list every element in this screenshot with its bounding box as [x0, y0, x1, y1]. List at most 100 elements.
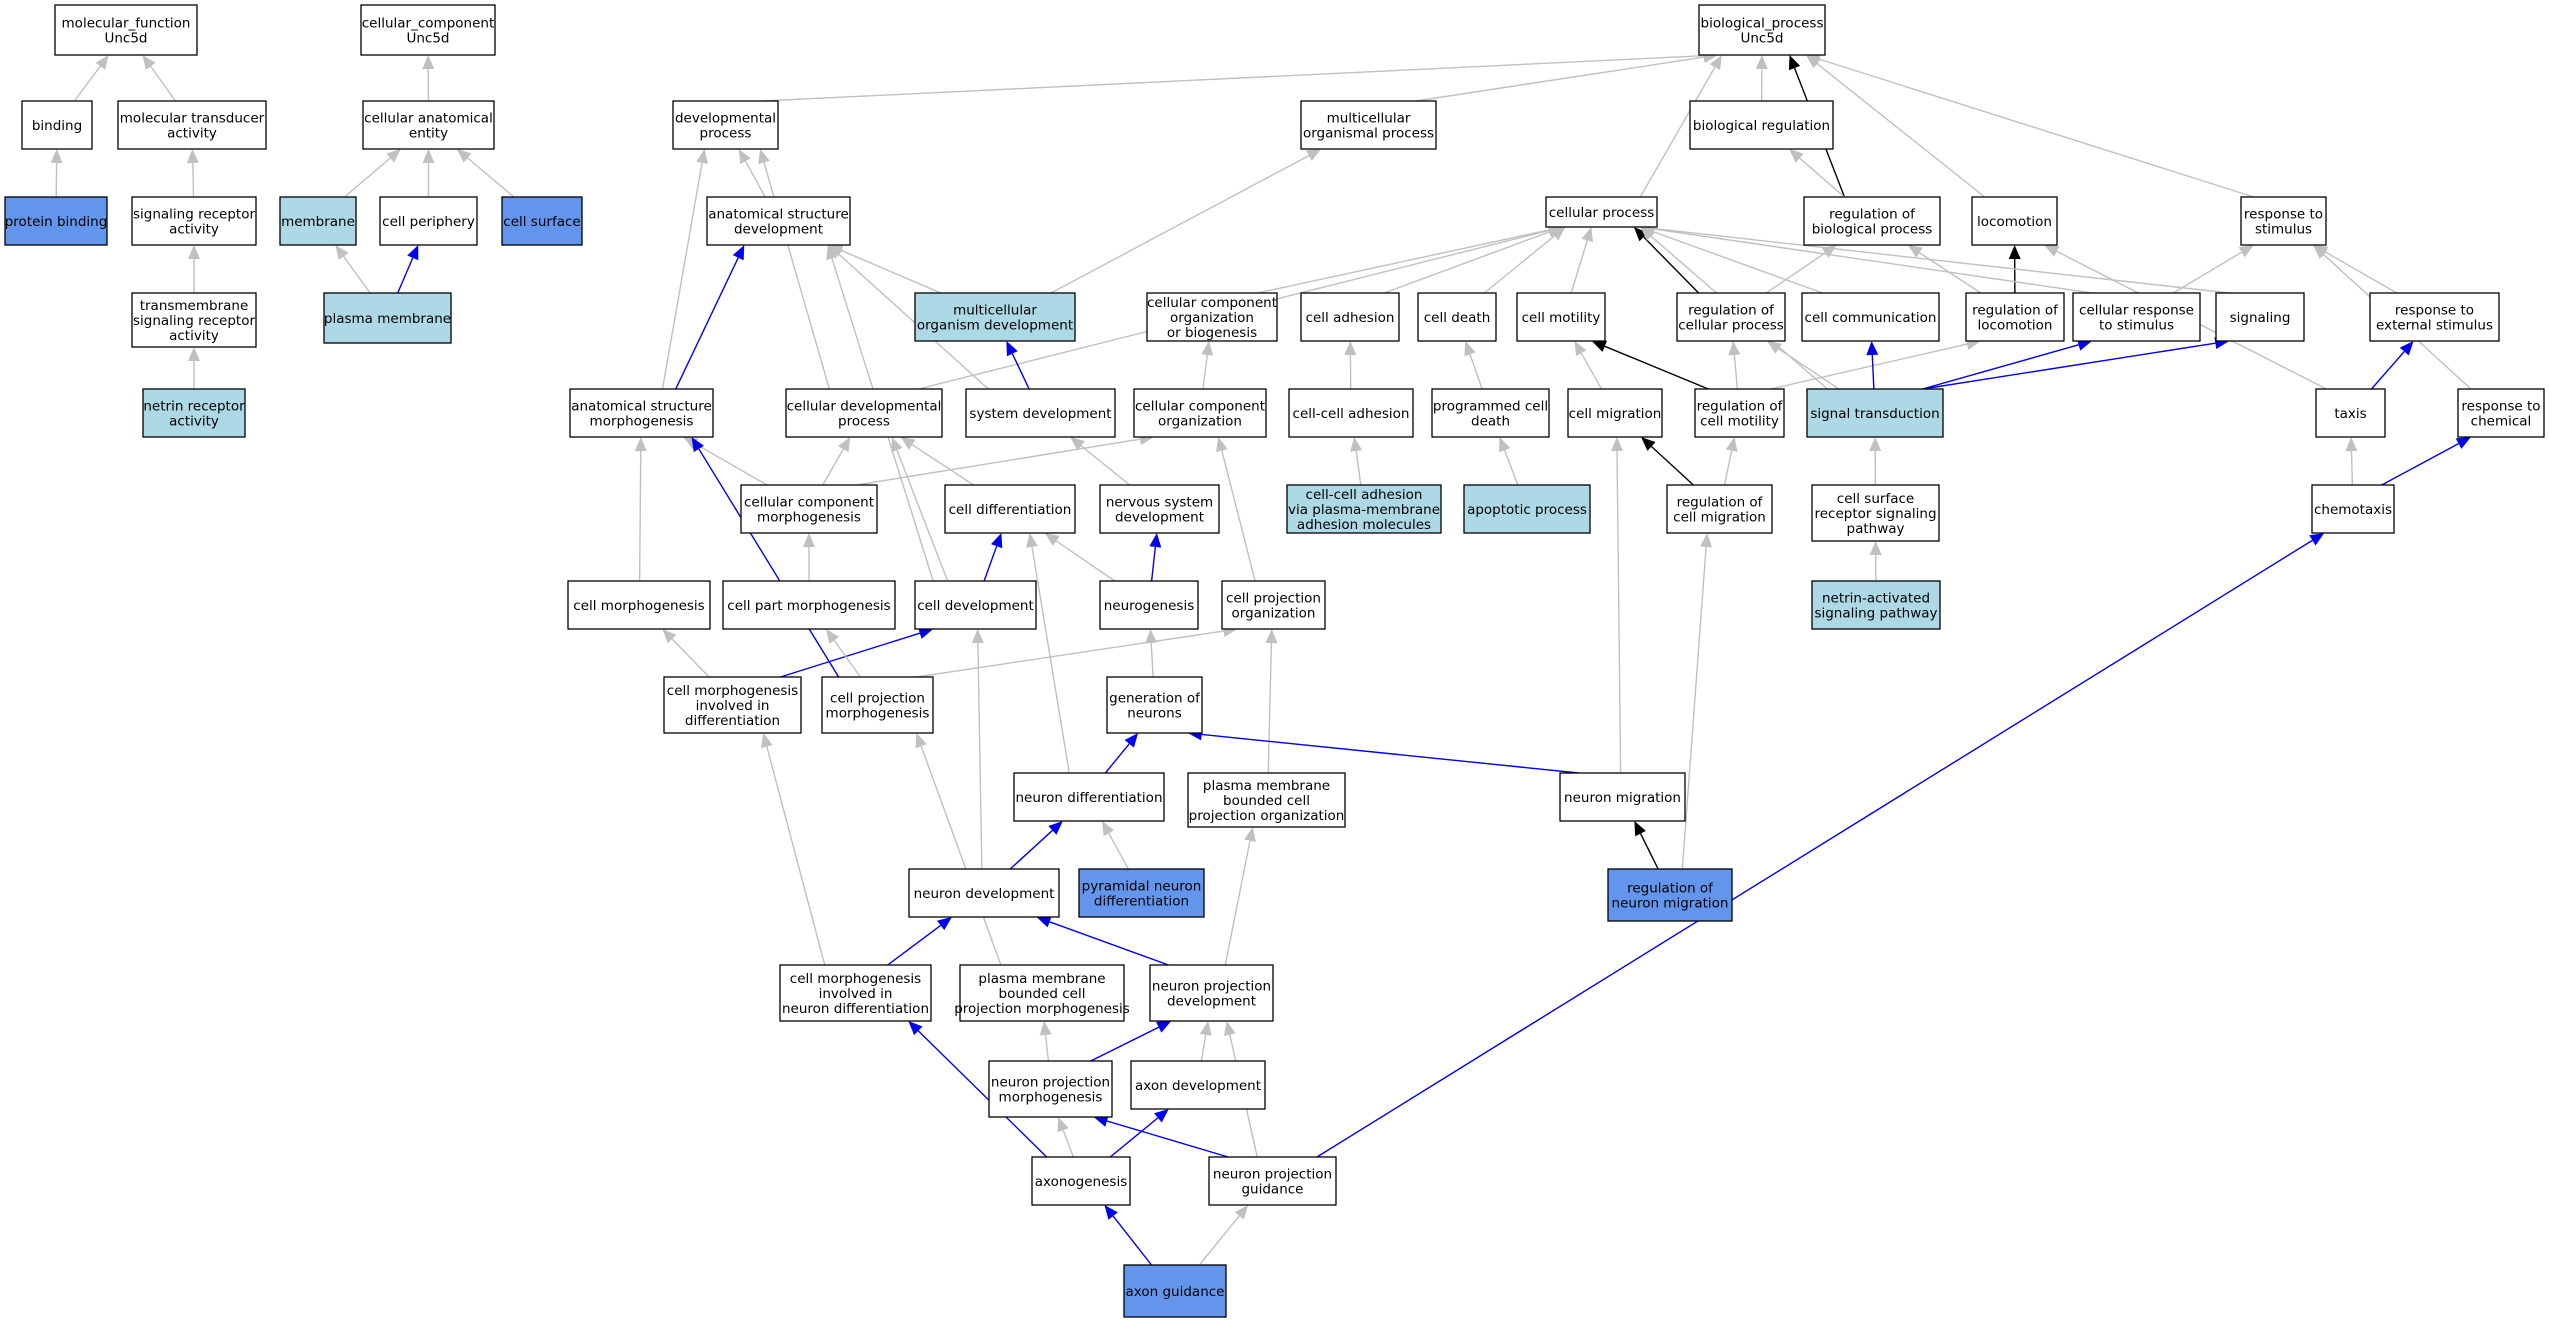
go-term-node-binding[interactable]: binding: [21, 100, 93, 150]
edge-arrowhead: [826, 245, 838, 261]
go-term-node-protein-bind[interactable]: protein binding: [4, 196, 108, 246]
edge-reg_neur_mig-to-reg_cell_mig: [1681, 546, 1707, 870]
node-label: cell morphogenesis: [790, 971, 921, 987]
node-label: cell morphogenesis: [573, 598, 704, 614]
node-box: [1811, 484, 1940, 542]
node-label: projection morphogenesis: [954, 1001, 1130, 1017]
go-term-node-plasma-mem[interactable]: plasma membrane: [323, 292, 452, 344]
edge-reg_cell_mot-to-reg_loco: [1770, 343, 1968, 390]
edge-arrowhead: [1006, 341, 1018, 357]
node-box: [1221, 580, 1326, 630]
go-term-node-cell-proc[interactable]: cellular process: [1545, 196, 1658, 228]
go-term-node-cell-mot[interactable]: cell motility: [1516, 292, 1606, 342]
go-term-node-cell-surface[interactable]: cell surface: [501, 196, 583, 246]
go-term-node-sig-trans[interactable]: signal transduction: [1806, 388, 1944, 438]
go-term-node-cell-periph[interactable]: cell periphery: [379, 196, 478, 246]
go-term-node-neur-mig[interactable]: neuron migration: [1559, 772, 1686, 822]
go-term-node-cell-death[interactable]: cell death: [1417, 292, 1497, 342]
edge-arrowhead: [335, 245, 349, 260]
go-term-node-cell-adh[interactable]: cell adhesion: [1300, 292, 1400, 342]
go-term-node-axon-guid[interactable]: axon guidance: [1123, 1264, 1227, 1318]
go-term-node-sys-dev[interactable]: system development: [965, 388, 1116, 438]
node-label: anatomical structure: [708, 207, 849, 223]
go-term-node-cell-comm[interactable]: cell communication: [1801, 292, 1940, 342]
go-term-node-chemotaxis[interactable]: chemotaxis: [2311, 484, 2395, 534]
edge-arrowhead: [1145, 629, 1158, 644]
go-term-node-cell-mig[interactable]: cell migration: [1567, 388, 1663, 438]
node-label: or biogenesis: [1167, 325, 1257, 341]
go-term-node-cell-part-morph[interactable]: cell part morphogenesis: [722, 580, 896, 630]
node-box: [1417, 292, 1497, 342]
node-label: neuron differentiation: [1016, 790, 1163, 806]
node-label: activity: [169, 328, 219, 344]
go-term-node-axon-dev[interactable]: axon development: [1130, 1060, 1266, 1110]
node-label: netrin receptor: [143, 399, 245, 415]
go-term-node-signaling[interactable]: signaling: [2215, 292, 2305, 342]
go-term-node-cell-dev[interactable]: cell development: [914, 580, 1037, 630]
go-term-node-taxis[interactable]: taxis: [2315, 388, 2386, 438]
edge-taxis-to-resp_ext: [2370, 351, 2405, 390]
edge-cm_neur_diff-to-neur_dev: [887, 924, 942, 966]
go-term-node-bio-reg[interactable]: biological regulation: [1689, 100, 1834, 150]
go-term-node-axonogenesis[interactable]: axonogenesis: [1031, 1156, 1131, 1206]
edge-reg_cell_mig-to-reg_cell_mot: [1723, 450, 1733, 486]
node-label: cell migration: [1673, 510, 1766, 526]
go-term-node-membrane[interactable]: membrane: [279, 196, 357, 246]
go-term-node-cc-adh[interactable]: cell-cell adhesion: [1288, 388, 1414, 438]
node-label: Unc5d: [104, 31, 147, 47]
go-term-node-apop[interactable]: apoptotic process: [1463, 484, 1591, 534]
go-term-node-cell-diff[interactable]: cell differentiation: [944, 484, 1076, 534]
go-term-node-cell-morph[interactable]: cell morphogenesis: [567, 580, 711, 630]
node-box: [2457, 388, 2545, 438]
go-term-node-neur-diff[interactable]: neuron differentiation: [1013, 772, 1165, 822]
node-label: organismal process: [1303, 126, 1434, 142]
go-term-node-locomotion[interactable]: locomotion: [1971, 196, 2058, 246]
go-term-node-neurogenesis[interactable]: neurogenesis: [1099, 580, 1199, 630]
go-term-node-neur-dev[interactable]: neuron development: [908, 868, 1060, 918]
edge-arrowhead: [1498, 437, 1511, 453]
